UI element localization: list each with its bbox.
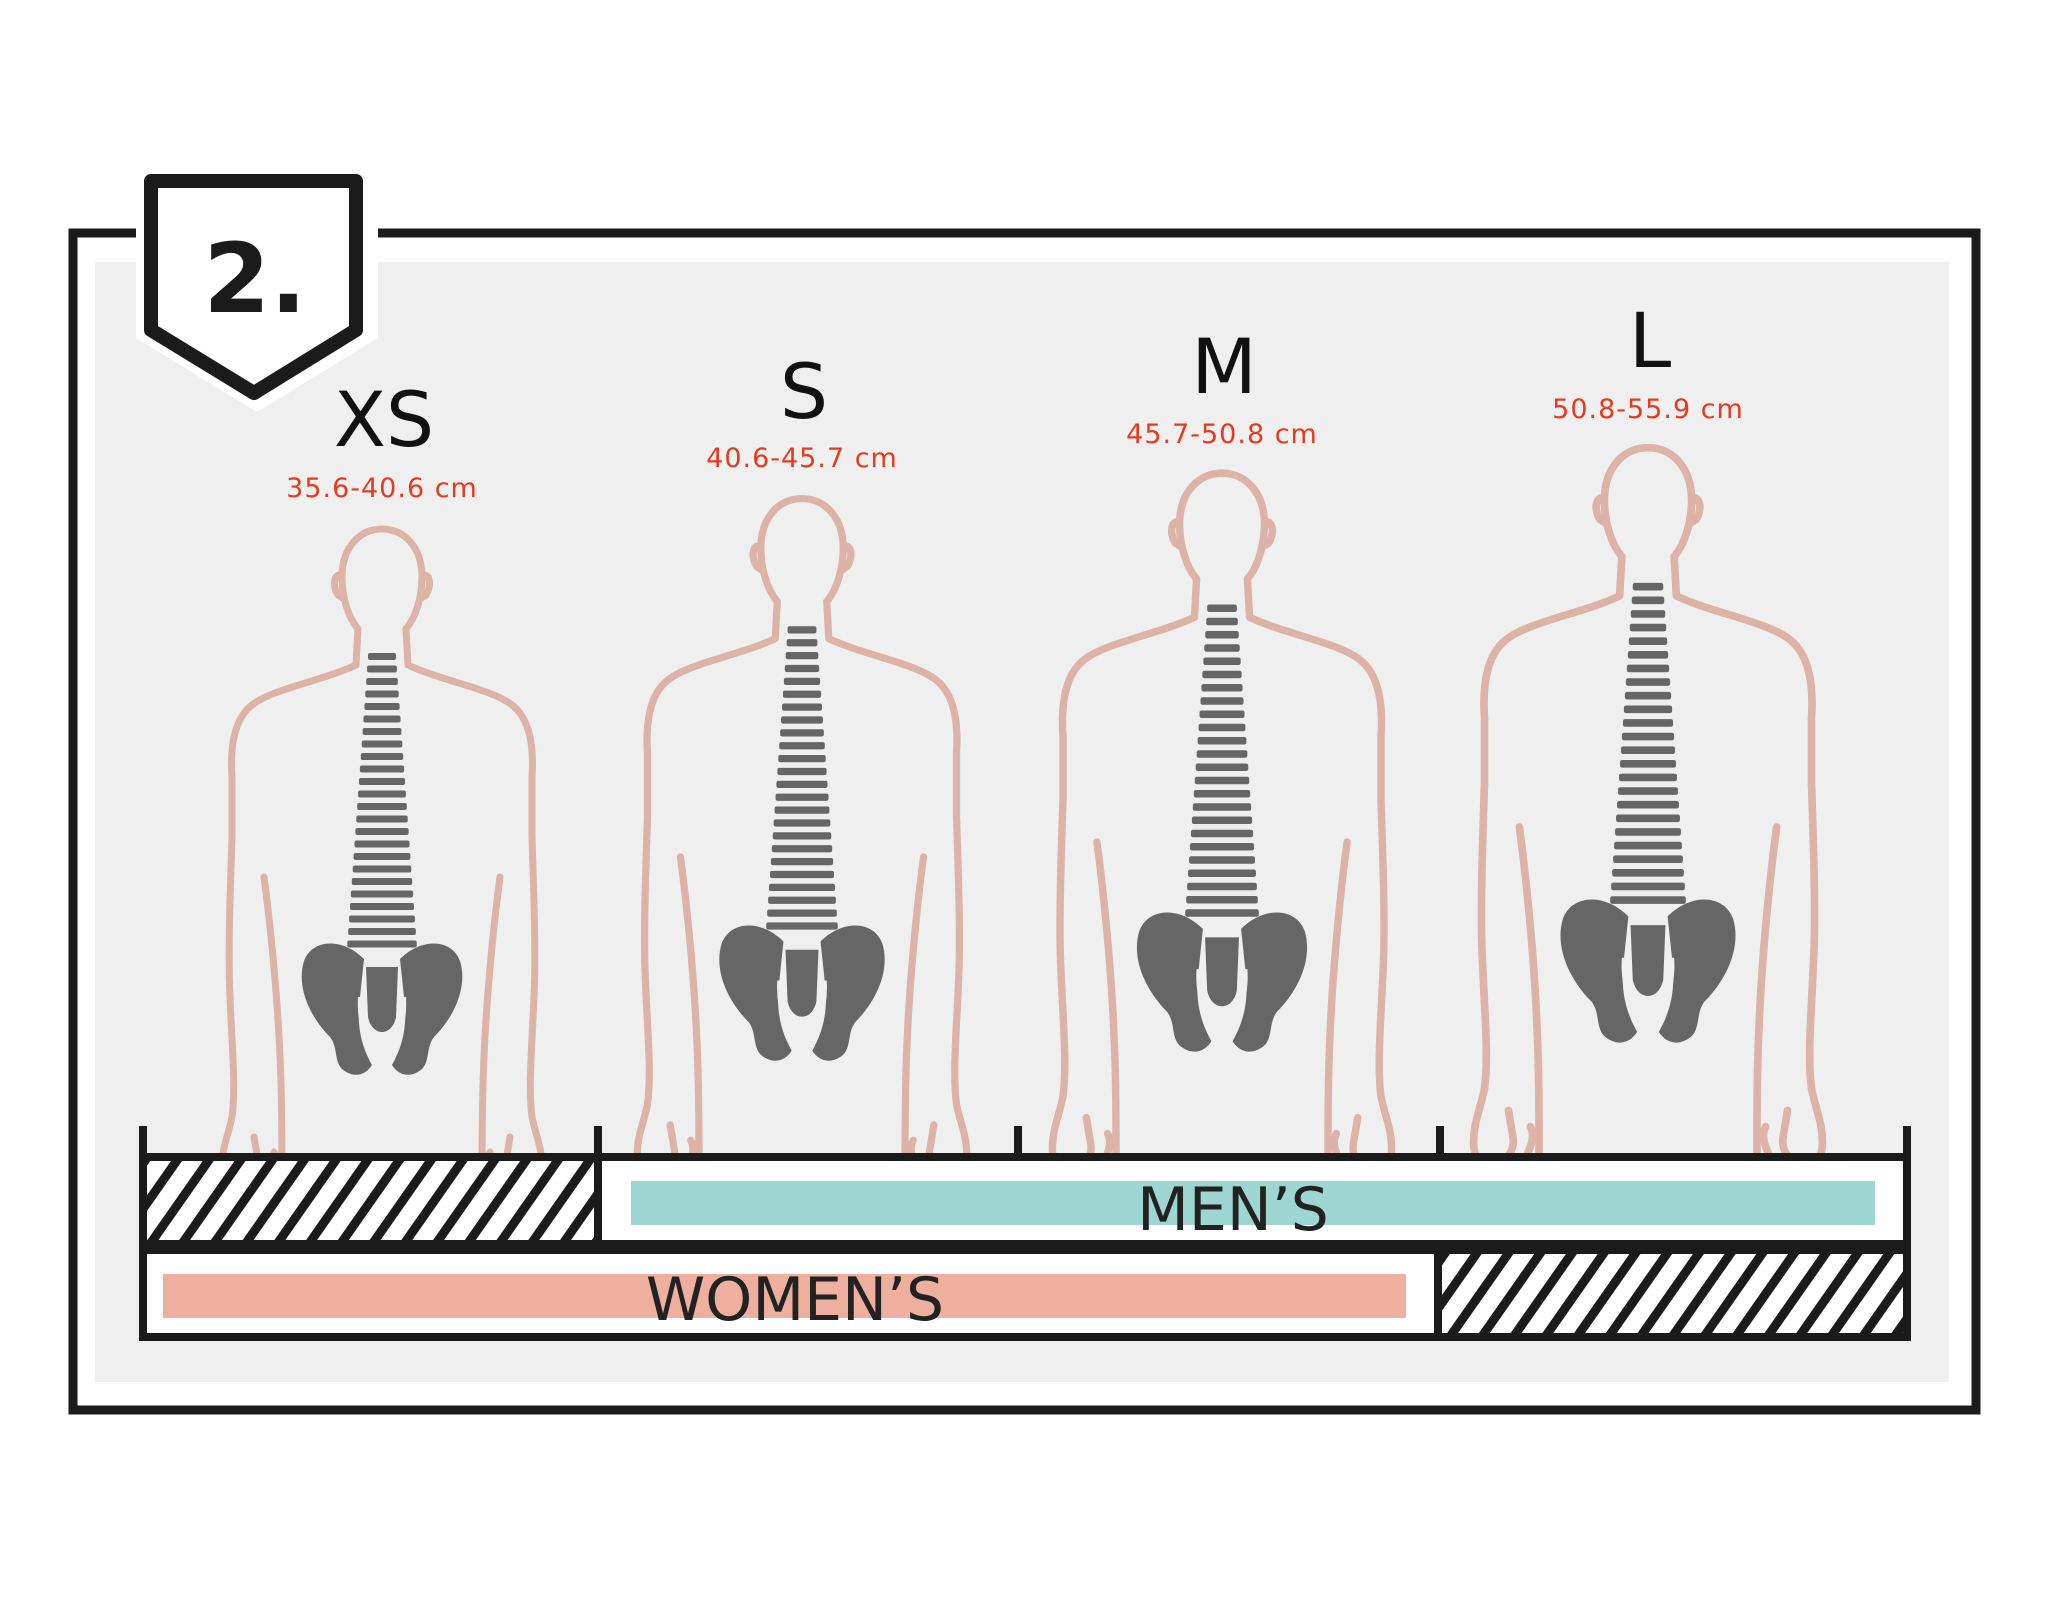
range-label-xs: 35.6-40.6 cm <box>286 473 478 504</box>
torso-outline-icon <box>1469 443 1827 1180</box>
fit-bars: MEN’S WOMEN’S <box>139 1126 1911 1341</box>
torso-outline-icon <box>1048 469 1396 1185</box>
torso-outline-icon <box>633 494 971 1191</box>
womens-hatch <box>1434 1246 1911 1341</box>
mens-hatch <box>139 1153 602 1248</box>
mens-label: MEN’S <box>1137 1175 1329 1245</box>
figure-l: L 50.8-55.9 cm <box>1469 296 1827 1180</box>
range-label-s: 40.6-45.7 cm <box>706 443 898 474</box>
range-label-m: 45.7-50.8 cm <box>1126 419 1318 450</box>
range-label-l: 50.8-55.9 cm <box>1552 394 1744 425</box>
size-label-xs: XS <box>334 375 434 464</box>
size-label-s: S <box>780 347 828 436</box>
step-number: 2. <box>203 223 306 335</box>
size-label-l: L <box>1629 296 1671 385</box>
womens-label: WOMEN’S <box>646 1265 944 1335</box>
pelvis-icon <box>1136 912 1308 1052</box>
pelvis-icon <box>719 925 885 1061</box>
womens-bar <box>163 1274 1406 1318</box>
spine-icon <box>1185 604 1259 917</box>
mens-bar <box>631 1181 1875 1225</box>
step-badge: 2. <box>136 162 378 412</box>
spine-icon <box>347 653 417 948</box>
spine-icon <box>1610 582 1686 904</box>
spine-icon <box>766 626 838 930</box>
pelvis-icon <box>1560 899 1736 1043</box>
figure-m: M 45.7-50.8 cm <box>1048 322 1396 1185</box>
pelvis-icon <box>301 943 463 1075</box>
figure-s: S 40.6-45.7 cm <box>633 347 971 1191</box>
size-label-m: M <box>1191 322 1257 411</box>
